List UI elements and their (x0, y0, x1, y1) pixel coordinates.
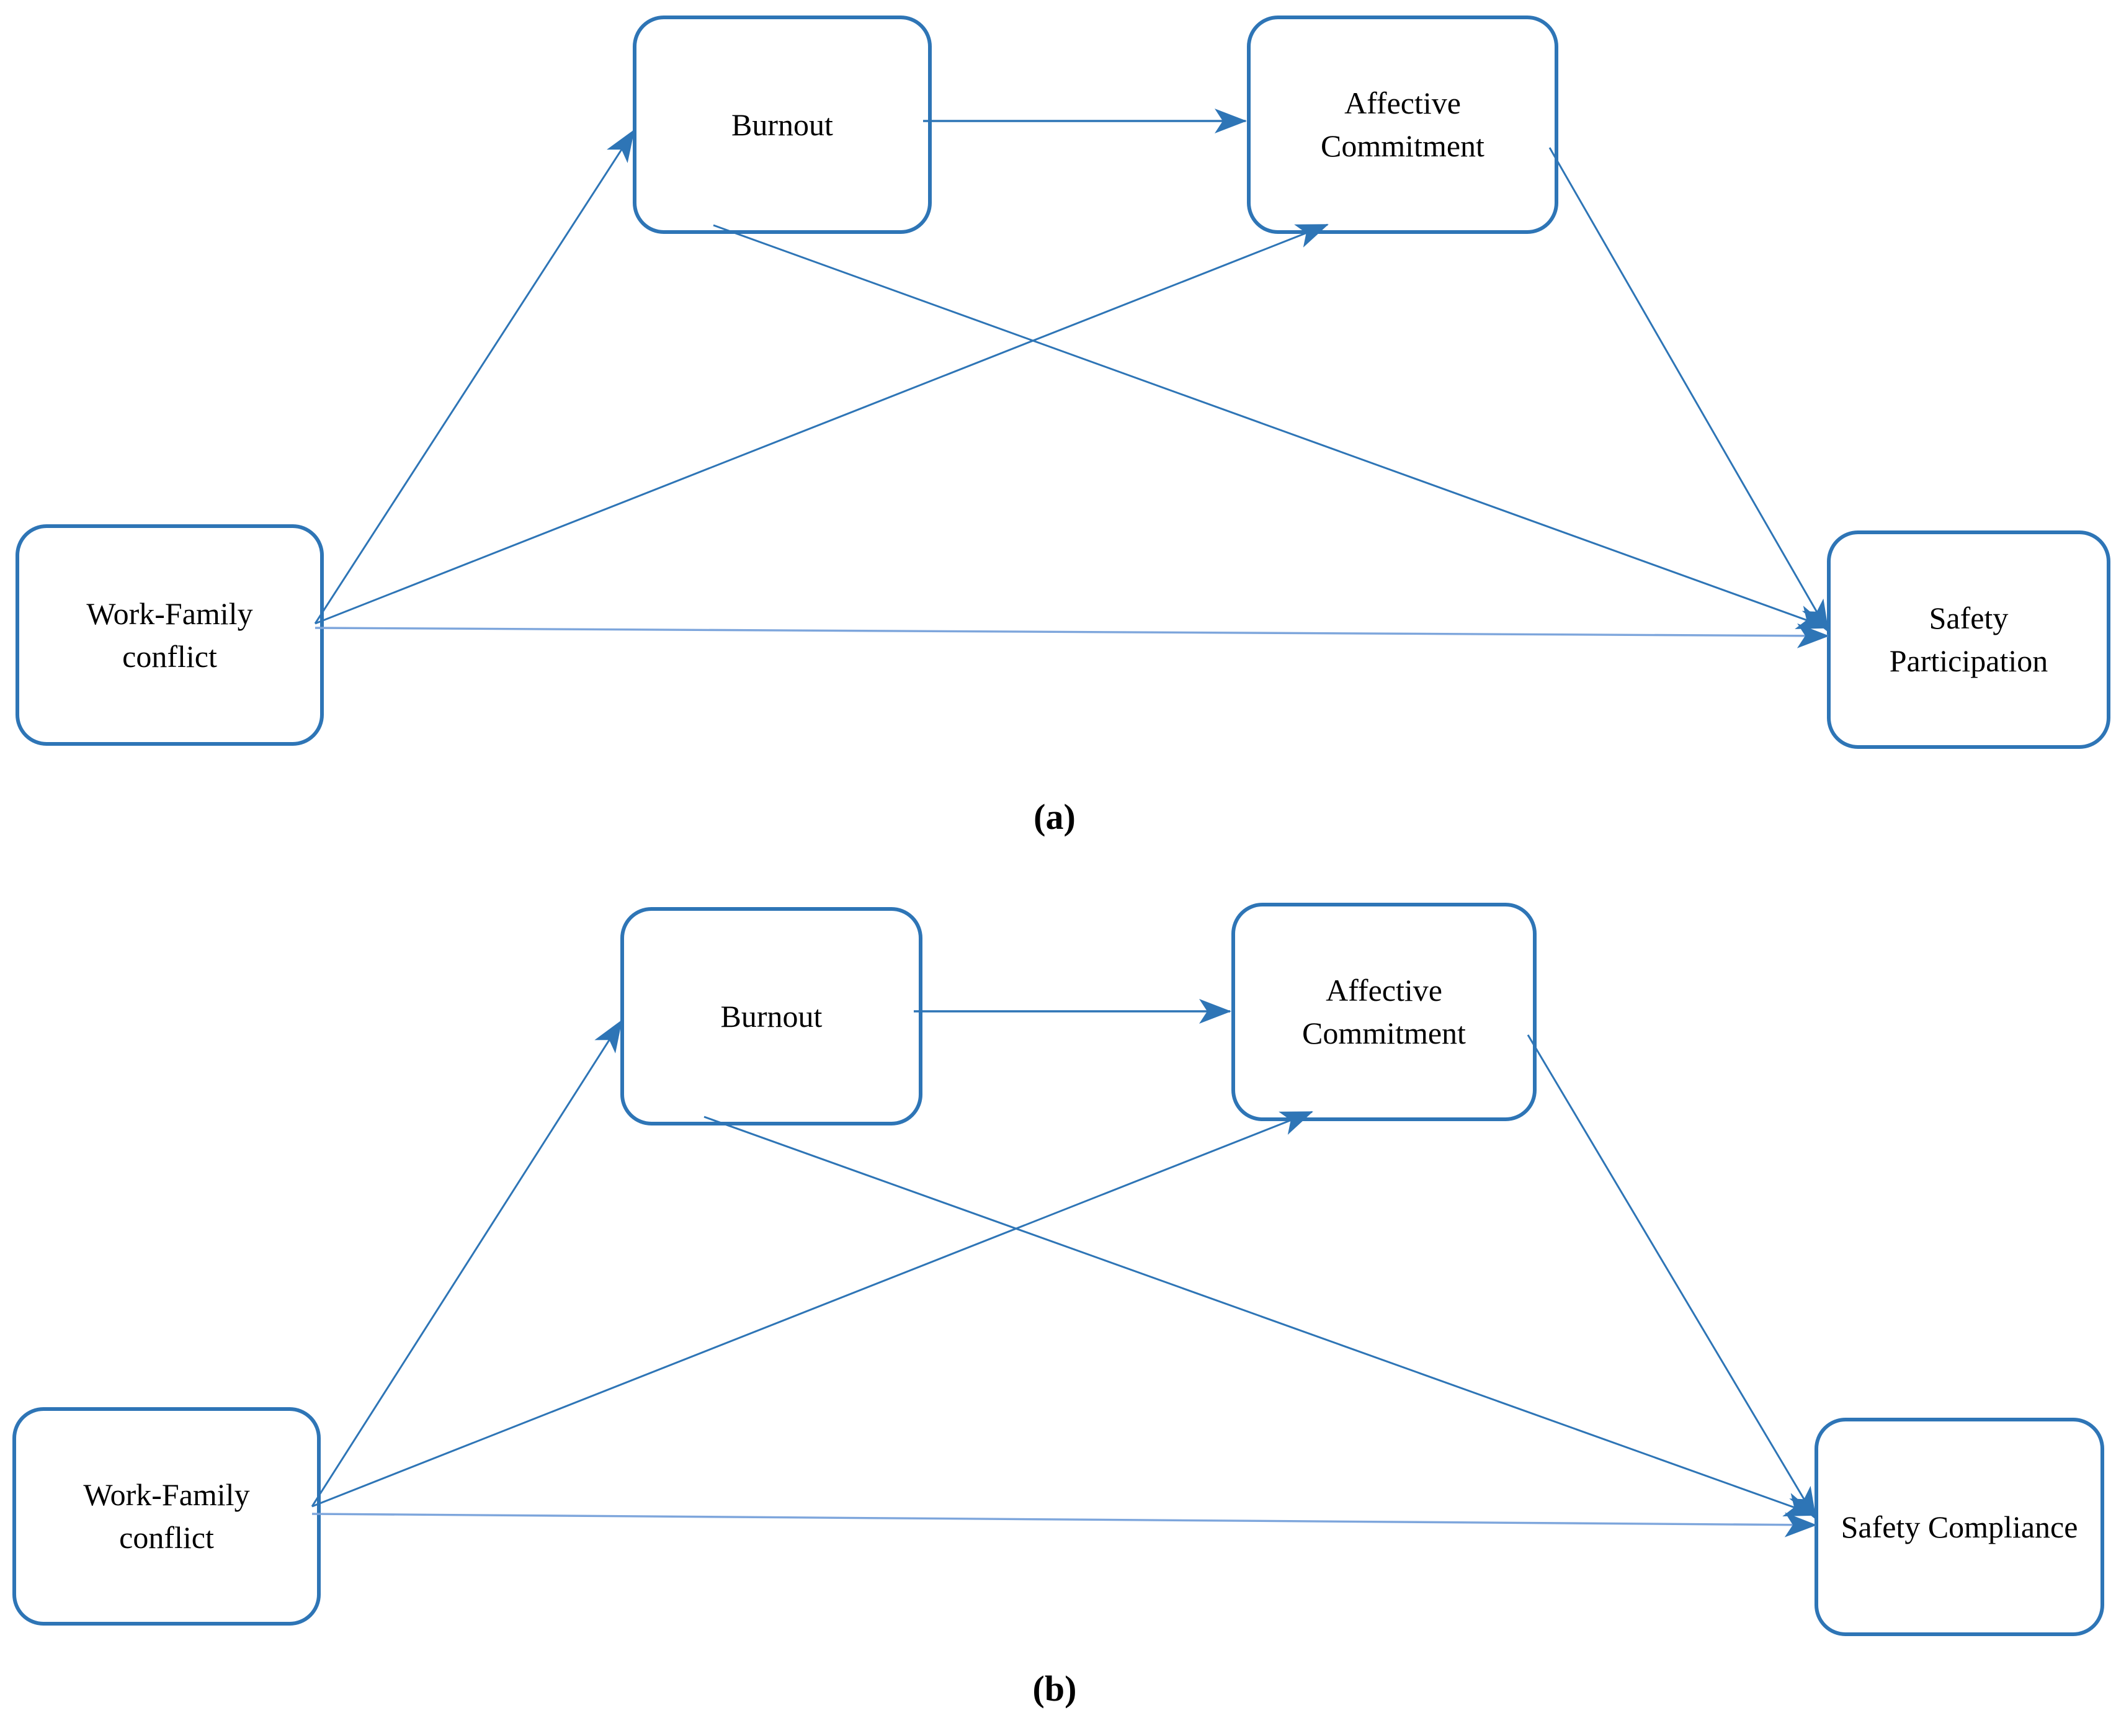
panel-a-caption: (a) (1033, 797, 1076, 837)
edge-b-wfc-to-affective-commitment (311, 1111, 1313, 1508)
node-label: Work-Family conflict (86, 596, 253, 674)
node-affective-commitment-b: Affective Commitment (1231, 903, 1537, 1121)
edge-b-wfc-to-burnout (311, 1019, 623, 1507)
node-burnout-b: Burnout (620, 907, 922, 1125)
edge-b-wfc-to-safety-compliance (311, 1512, 1817, 1537)
node-work-family-conflict-b: Work-Family conflict (12, 1407, 321, 1626)
node-affective-commitment-a: Affective Commitment (1247, 16, 1558, 234)
panel-a-edges (314, 109, 1829, 648)
node-label: Burnout (731, 107, 833, 142)
node-label: Affective Commitment (1302, 973, 1466, 1050)
edge-a-burnout-to-safety-participation (713, 224, 1829, 629)
node-label: Safety Compliance (1841, 1509, 2078, 1544)
panel-b-edges (311, 999, 1817, 1537)
node-label: Work-Family conflict (83, 1477, 250, 1555)
node-label: Affective Commitment (1321, 86, 1484, 163)
edge-a-wfc-to-affective-commitment (315, 223, 1329, 625)
node-work-family-conflict-a: Work-Family conflict (16, 524, 324, 746)
node-safety-participation-a: Safety Participation (1827, 530, 2110, 749)
edge-b-affective-commitment-to-safety-compliance (1527, 1034, 1817, 1520)
edge-a-affective-commitment-to-safety-participation (1548, 147, 1829, 633)
edge-a-wfc-to-safety-participation (315, 623, 1829, 648)
edge-a-wfc-to-burnout (314, 129, 635, 624)
panel-b-caption: (b) (1032, 1668, 1077, 1709)
node-label: Burnout (720, 998, 823, 1034)
edge-b-burnout-to-safety-compliance (703, 1116, 1817, 1516)
node-burnout-a: Burnout (633, 16, 932, 234)
node-safety-compliance-b: Safety Compliance (1815, 1418, 2104, 1636)
node-label: Safety Participation (1889, 601, 2048, 678)
